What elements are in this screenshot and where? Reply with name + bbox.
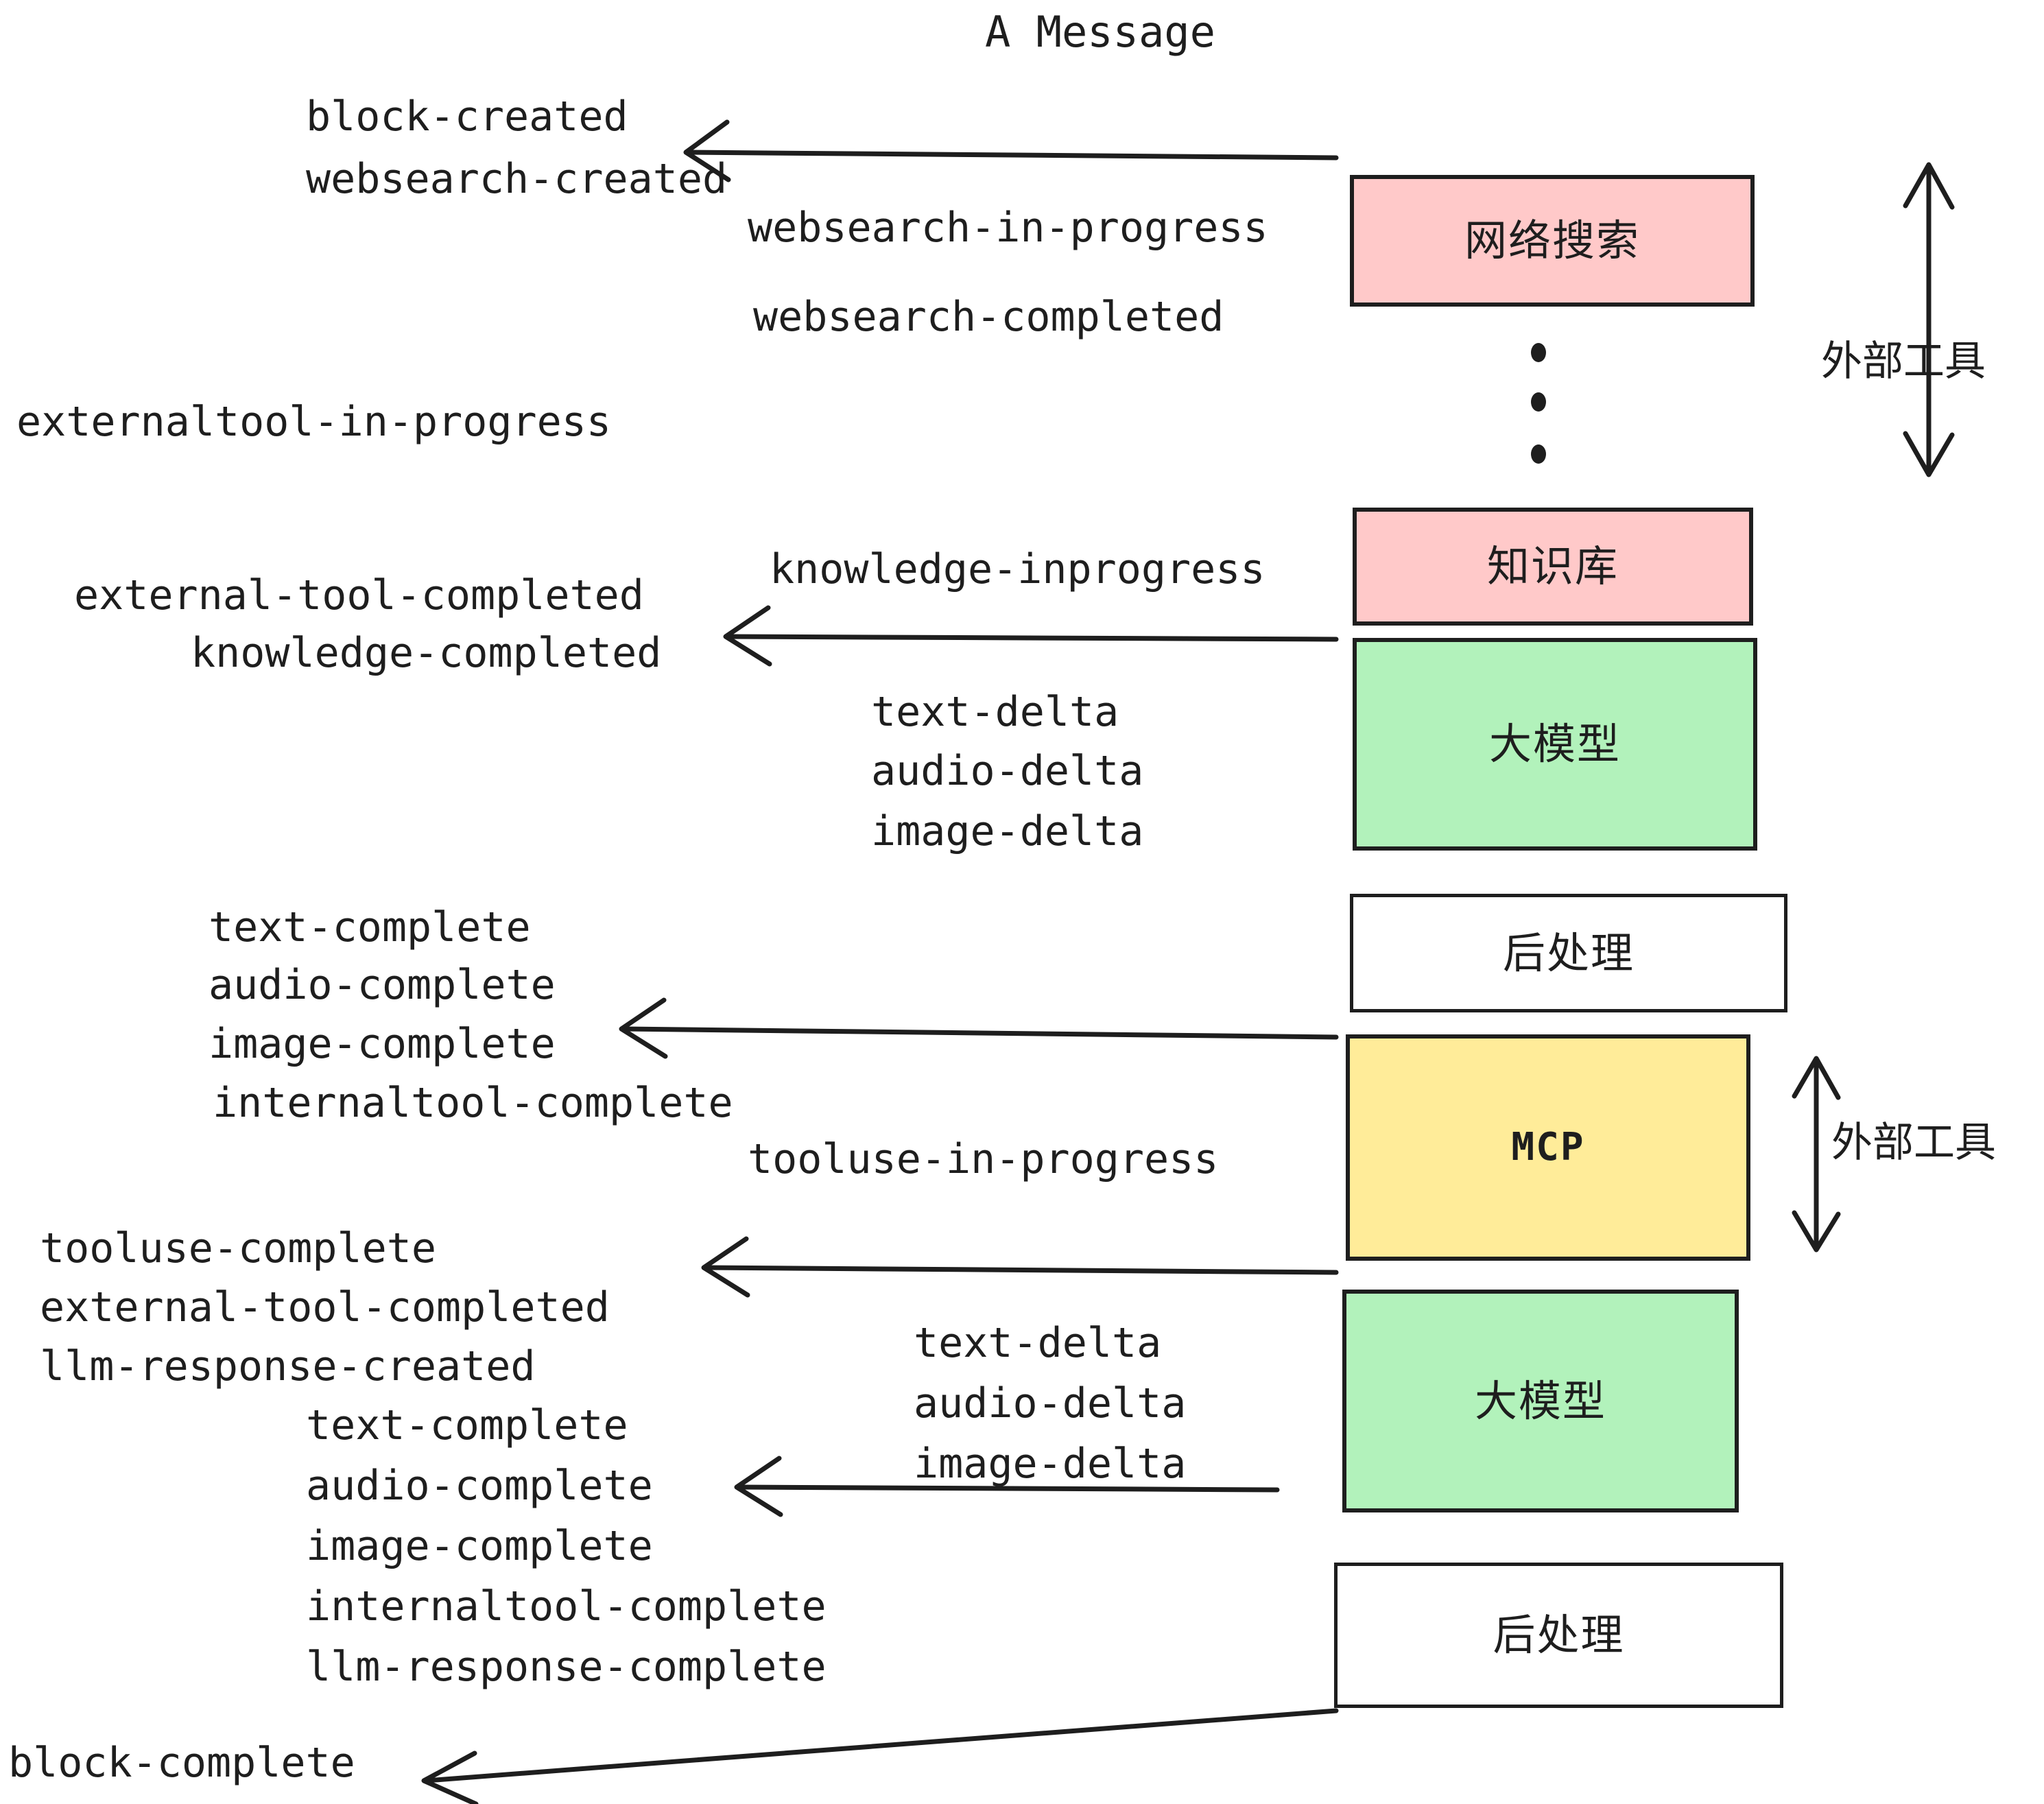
event-text-complete-1: text-complete	[209, 903, 531, 951]
event-external-tool-completed-1: external-tool-completed	[74, 571, 644, 619]
event-audio-delta-1: audio-delta	[871, 747, 1144, 795]
event-text-delta-1: text-delta	[871, 688, 1119, 736]
node-postprocess-2[interactable]: 后处理	[1334, 1563, 1783, 1708]
event-image-complete-2: image-complete	[306, 1522, 653, 1570]
node-llm-1[interactable]: 大模型	[1353, 638, 1757, 851]
node-websearch-label: 网络搜索	[1464, 215, 1640, 265]
ellipsis-dot-2	[1531, 392, 1546, 412]
event-externaltool-in-progress: externaltool-in-progress	[16, 398, 611, 446]
event-internaltool-complete-1: internaltool-complete	[213, 1079, 733, 1127]
event-text-delta-2: text-delta	[914, 1319, 1162, 1367]
external-tool-label-bottom: 外部工具	[1831, 1119, 1996, 1167]
event-knowledge-completed: knowledge-completed	[191, 629, 662, 677]
ellipsis-dot-1	[1531, 343, 1546, 362]
event-audio-complete-1: audio-complete	[209, 961, 556, 1009]
event-internaltool-complete-2: internaltool-complete	[306, 1582, 827, 1630]
event-text-complete-2: text-complete	[306, 1401, 628, 1449]
node-mcp-label: MCP	[1511, 1125, 1585, 1170]
event-llm-response-complete: llm-response-complete	[306, 1643, 827, 1691]
event-llm-response-created: llm-response-created	[40, 1342, 536, 1390]
node-knowledge[interactable]: 知识库	[1353, 508, 1753, 626]
event-image-complete-1: image-complete	[209, 1020, 556, 1068]
arrow-postprocess2-to-block-complete	[421, 1708, 1339, 1804]
node-knowledge-label: 知识库	[1486, 541, 1619, 591]
arrow-knowledge-to-events	[723, 605, 1339, 667]
event-external-tool-completed-2: external-tool-completed	[40, 1283, 610, 1331]
node-mcp[interactable]: MCP	[1346, 1034, 1750, 1261]
node-llm-1-label: 大模型	[1488, 719, 1621, 769]
arrow-mcp-to-events	[701, 1236, 1339, 1298]
event-block-created: block-created	[306, 93, 628, 141]
node-postprocess-2-label: 后处理	[1493, 1610, 1625, 1660]
event-block-complete: block-complete	[8, 1739, 355, 1787]
external-tool-label-top: 外部工具	[1821, 337, 1986, 385]
arrow-websearch-to-events	[683, 119, 1339, 182]
event-image-delta-1: image-delta	[871, 807, 1144, 855]
page-title: A Message	[985, 7, 1215, 57]
node-postprocess-1[interactable]: 后处理	[1350, 894, 1787, 1012]
external-tool-range-top-arrow	[1903, 162, 1955, 477]
event-websearch-in-progress: websearch-in-progress	[748, 204, 1268, 252]
event-image-delta-2: image-delta	[914, 1440, 1187, 1488]
node-llm-2[interactable]: 大模型	[1342, 1290, 1739, 1512]
node-llm-2-label: 大模型	[1474, 1375, 1606, 1426]
node-postprocess-1-label: 后处理	[1502, 927, 1635, 978]
node-websearch[interactable]: 网络搜索	[1350, 175, 1755, 307]
event-websearch-created: websearch-created	[306, 155, 728, 203]
event-websearch-completed: websearch-completed	[753, 293, 1224, 341]
event-audio-complete-2: audio-complete	[306, 1462, 653, 1510]
event-audio-delta-2: audio-delta	[914, 1379, 1187, 1427]
event-knowledge-inprogress: knowledge-inprogress	[770, 545, 1265, 593]
ellipsis-dot-3	[1531, 444, 1546, 464]
arrow-postprocess-to-events	[619, 997, 1339, 1059]
event-tooluse-complete: tooluse-complete	[40, 1224, 436, 1272]
event-tooluse-in-progress: tooluse-in-progress	[748, 1135, 1219, 1183]
